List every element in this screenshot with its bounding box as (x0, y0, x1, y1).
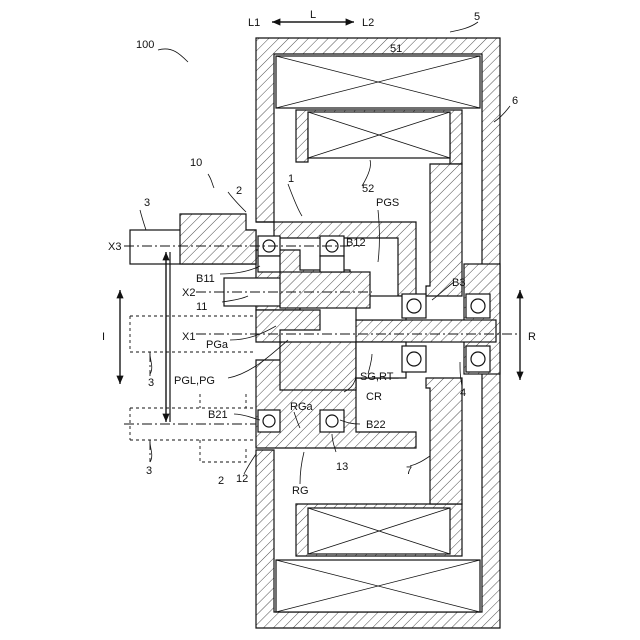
label-L2: L2 (362, 17, 374, 29)
label-RG: RG (292, 485, 309, 497)
label-10: 10 (190, 157, 202, 169)
label-SG-RT: SG,RT (360, 371, 394, 383)
bearing-B11 (258, 236, 280, 272)
label-1: 1 (288, 173, 294, 185)
label-PGa: PGa (206, 339, 229, 351)
label-RGa: RGa (290, 401, 314, 413)
shaft-3-upper (130, 214, 256, 264)
label-13: 13 (336, 461, 348, 473)
label-5: 5 (474, 11, 480, 23)
label-B22: B22 (366, 419, 386, 431)
label-B11: B11 (196, 273, 215, 285)
label-11: 11 (196, 301, 207, 313)
bearing-B21 (258, 410, 280, 432)
shaft-11 (224, 272, 370, 308)
label-L1: L1 (248, 17, 260, 29)
label-52: 52 (362, 183, 374, 195)
label-3-bottom: 3 (146, 465, 152, 477)
label-6: 6 (512, 95, 518, 107)
label-4: 4 (460, 387, 466, 399)
label-PGS: PGS (376, 197, 399, 209)
label-B3: B3 (452, 277, 465, 289)
label-3-top: 3 (144, 197, 150, 209)
label-B12: B12 (346, 237, 366, 249)
bearing-B12 (320, 236, 344, 272)
label-PGL-PG: PGL,PG (174, 375, 215, 387)
label-X3: X3 (108, 241, 121, 253)
label-CR: CR (366, 391, 382, 403)
label-2-bottom: 2 (218, 475, 224, 487)
label-X2: X2 (182, 287, 195, 299)
label-51: 51 (390, 43, 402, 55)
label-12: 12 (236, 473, 248, 485)
label-2-top: 2 (236, 185, 242, 197)
label-100: 100 (136, 39, 154, 51)
bearing-center-lower (402, 346, 426, 372)
bearing-B22 (320, 410, 344, 432)
label-L: L (310, 9, 316, 21)
label-7: 7 (406, 465, 412, 477)
label-I: I (102, 331, 105, 343)
label-X1: X1 (182, 331, 195, 343)
label-B21: B21 (208, 409, 228, 421)
bearing-center-upper (402, 294, 426, 318)
label-3-mid: 3 (148, 377, 154, 389)
label-R: R (528, 331, 536, 343)
